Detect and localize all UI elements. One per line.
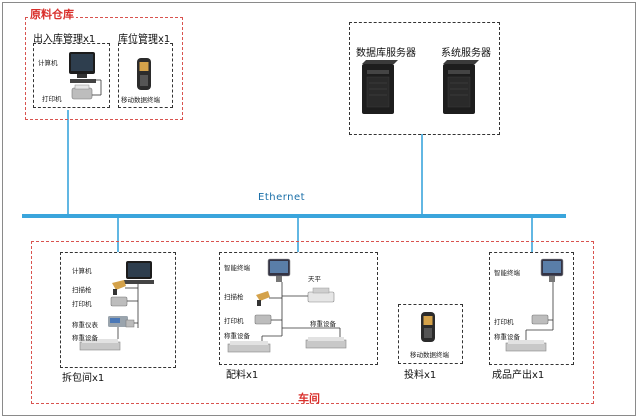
database-server-icon [362,60,398,114]
warehouse-title: 原料仓库 [28,6,76,22]
batching-weigh-device-2-label: 称重设备 [310,320,336,328]
inout-box [33,43,110,108]
workshop-title: 车间 [298,392,320,405]
batching-weigh-device-2-icon [305,337,347,349]
batching-scanner-icon [256,291,270,306]
batching-printer-label: 打印机 [224,317,244,325]
feeding-mobile-terminal-icon [421,312,435,342]
feeding-mobile-label: 移动数据终端 [410,351,449,359]
printer-icon [71,84,93,100]
unpack-computer-label: 计算机 [72,267,92,275]
ethernet-bus [22,214,566,218]
output-weigh-device-icon [505,340,547,352]
batching-box [219,252,378,365]
batching-scanner-label: 扫描枪 [224,293,244,301]
warehouse-region [25,17,183,120]
batching-weigh-device-icon [227,341,271,353]
output-terminal-label: 智能终端 [494,269,520,277]
warehouse-mobile-label: 移动数据终端 [121,96,160,104]
db-server-label: 数据库服务器 [356,48,416,59]
batching-printer-icon [254,314,272,325]
unpack-printer-icon [110,296,128,307]
feeding-title: 投料x1 [404,370,437,381]
workshop-region [31,241,594,404]
diagram-frame [2,2,636,416]
unpack-computer-icon [124,261,154,284]
unpack-printer-label: 打印机 [72,300,92,308]
output-printer-label: 打印机 [494,318,514,326]
unpack-weigh-instrument-label: 称重仪表 [72,321,98,329]
servers-region [349,22,500,135]
unpack-title: 拆包间x1 [62,373,105,384]
computer-icon [69,52,96,83]
unpack-scanner-label: 扫描枪 [72,286,92,294]
batching-balance-label: 天平 [308,275,321,283]
output-box [489,252,574,365]
unpack-weigh-device-icon [79,339,121,351]
output-title: 成品产出x1 [492,370,545,381]
location-title: 库位管理x1 [118,34,171,45]
mobile-terminal-icon [137,58,151,90]
batching-balance-icon [307,287,335,303]
unpack-scanner-icon [112,280,126,295]
unpack-weigh-instrument-icon [108,316,135,328]
ethernet-label: Ethernet [258,192,306,203]
output-printer-icon [531,314,549,325]
location-box [118,43,173,108]
warehouse-computer-label: 计算机 [38,59,58,67]
output-terminal-icon [540,258,564,282]
unpack-box [60,252,176,368]
batching-terminal-icon [267,258,291,282]
unpack-weigh-device-label: 称重设备 [72,334,98,342]
batching-terminal-label: 智能终端 [224,264,250,272]
output-weigh-device-label: 称重设备 [494,333,520,341]
system-server-icon [443,60,479,114]
feeding-box [398,304,463,364]
batching-weigh-device-label: 称重设备 [224,332,250,340]
batching-title: 配料x1 [226,370,259,381]
warehouse-printer-label: 打印机 [42,95,62,103]
sys-server-label: 系统服务器 [441,48,491,59]
inout-title: 出入库管理x1 [33,34,96,45]
